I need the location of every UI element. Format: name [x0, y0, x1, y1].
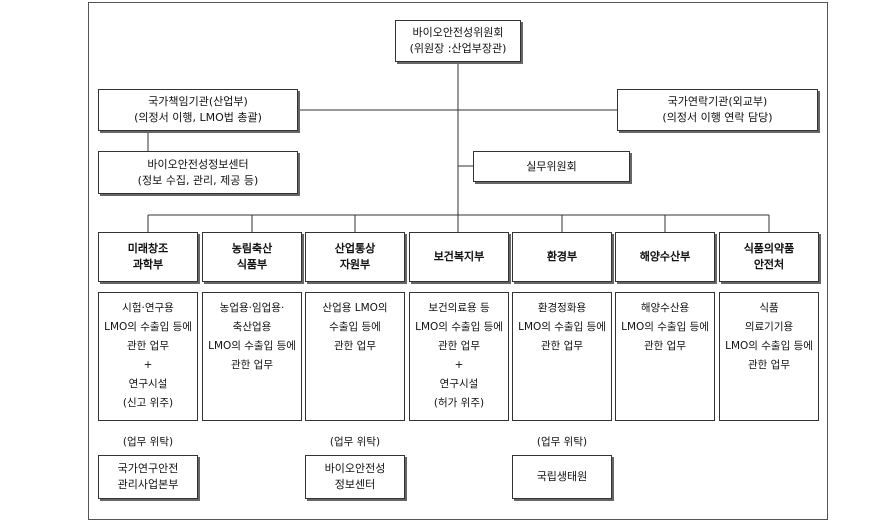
ministry-duties: 보건의료용 등 LMO의 수출입 등에 관한 업무 + 연구시설 (허가 위주) — [409, 292, 509, 421]
delegated-agency-name: 국립생태원 — [536, 470, 588, 483]
ministry-header: 농림축산 식품부 — [202, 232, 302, 282]
ministry-header: 식품의약품 안전처 — [719, 232, 819, 282]
ministry-duties: 농업용·임업용· 축산업용 LMO의 수출입 등에 관한 업무 — [202, 292, 302, 421]
duty-line: 관한 업무 — [438, 340, 480, 352]
ministry-name: 보건복지부 — [433, 250, 485, 263]
ministry-name: 산업통상 — [334, 242, 376, 255]
ministry-name: 식품의약품 — [743, 242, 795, 255]
duty-line: 수출입 등에 — [329, 321, 381, 333]
national-contact-agency-box: 국가연락기관(외교부) (의정서 이행 연락 담당) — [617, 89, 818, 131]
diagram-frame — [88, 2, 828, 520]
duty-line: LMO의 수출입 등에 — [725, 340, 813, 352]
ministry-header: 환경부 — [512, 232, 612, 282]
working-committee-box: 실무위원회 — [473, 151, 630, 182]
duty-line: 연구시설 — [439, 378, 479, 390]
duty-line: LMO의 수출입 등에 — [415, 321, 503, 333]
ministry-duties: 해양수산용 LMO의 수출입 등에 관한 업무 — [615, 292, 715, 421]
biosafety-committee-box: 바이오안전성위원회 (위원장 :산업부장관) — [395, 20, 521, 62]
duty-line: 식품 — [759, 302, 779, 314]
duty-line: LMO의 수출입 등에 — [621, 321, 709, 333]
duty-line: + — [454, 359, 464, 371]
duty-line: 관한 업무 — [127, 340, 169, 352]
responsible-agency-role: (의정서 이행, LMO법 총괄) — [134, 111, 262, 124]
duty-line: 관한 업무 — [334, 340, 376, 352]
info-center-role: (정보 수집, 관리, 제공 등) — [137, 173, 259, 187]
national-responsible-agency-box: 국가책임기관(산업부) (의정서 이행, LMO법 총괄) — [98, 89, 298, 131]
duty-line: 관한 업무 — [748, 359, 790, 371]
duty-line: (허가 위주) — [433, 397, 485, 409]
delegation-note: (업무 위탁) — [122, 436, 174, 448]
duty-line: (신고 위주) — [122, 397, 174, 409]
ministry-header: 해양수산부 — [615, 232, 715, 282]
working-committee-label: 실무위원회 — [526, 159, 577, 173]
delegated-agency-box: 국가연구안전 관리사업본부 — [98, 455, 198, 499]
delegated-agency-name: 바이오안전성 — [324, 462, 386, 475]
delegated-agency-name: 관리사업본부 — [117, 478, 179, 491]
contact-agency-name: 국가연락기관(외교부) — [667, 95, 768, 108]
duty-line: LMO의 수출입 등에 — [208, 340, 296, 352]
ministry-duties: 산업용 LMO의 수출입 등에 관한 업무 — [305, 292, 405, 421]
ministry-duties: 식품 의료기기용 LMO의 수출입 등에 관한 업무 — [719, 292, 819, 421]
duty-line: 시험·연구용 — [122, 302, 174, 314]
ministry-name: 과학부 — [132, 258, 164, 271]
duty-line: LMO의 수출입 등에 — [518, 321, 606, 333]
biosafety-info-center-box: 바이오안전성정보센터 (정보 수집, 관리, 제공 등) — [98, 151, 298, 194]
ministry-name: 자원부 — [339, 258, 371, 271]
ministry-name: 미래창조 — [127, 242, 169, 255]
ministry-name: 안전처 — [753, 258, 785, 271]
ministry-name: 농림축산 — [231, 242, 273, 255]
duty-line: 산업용 LMO의 — [322, 302, 388, 314]
contact-agency-role: (의정서 이행 연락 담당) — [662, 111, 773, 124]
responsible-agency-name: 국가책임기관(산업부) — [148, 95, 248, 108]
delegated-agency-name: 정보센터 — [334, 478, 376, 491]
duty-line: 환경정화용 — [537, 302, 587, 314]
delegated-agency-name: 국가연구안전 — [117, 462, 179, 475]
ministry-duties: 시험·연구용 LMO의 수출입 등에 관한 업무 + 연구시설 (신고 위주) — [98, 292, 198, 421]
delegation-note: (업무 위탁) — [329, 436, 381, 448]
delegated-agency-box: 바이오안전성 정보센터 — [305, 455, 405, 499]
duty-line: + — [143, 359, 153, 371]
ministry-name: 환경부 — [546, 250, 578, 263]
duty-line: 축산업용 — [232, 321, 272, 333]
ministry-name: 식품부 — [236, 258, 268, 271]
committee-chair: (위원장 :산업부장관) — [409, 42, 507, 55]
duty-line: 관한 업무 — [644, 340, 686, 352]
duty-line: 해양수산용 — [640, 302, 690, 314]
ministry-duties: 환경정화용 LMO의 수출입 등에 관한 업무 — [512, 292, 612, 421]
delegation-note: (업무 위탁) — [536, 436, 588, 448]
duty-line: 관한 업무 — [541, 340, 583, 352]
duty-line: 보건의료용 등 — [428, 302, 490, 314]
duty-line: 관한 업무 — [231, 359, 273, 371]
ministry-name: 해양수산부 — [639, 250, 691, 263]
duty-line: LMO의 수출입 등에 — [104, 321, 192, 333]
info-center-name: 바이오안전성정보센터 — [147, 157, 249, 171]
ministry-header: 미래창조 과학부 — [98, 232, 198, 282]
committee-name: 바이오안전성위원회 — [412, 26, 504, 39]
ministry-header: 보건복지부 — [409, 232, 509, 282]
delegated-agency-box: 국립생태원 — [512, 455, 612, 499]
duty-line: 의료기기용 — [744, 321, 794, 333]
duty-line: 연구시설 — [128, 378, 168, 390]
ministry-header: 산업통상 자원부 — [305, 232, 405, 282]
duty-line: 농업용·임업용· — [219, 302, 285, 314]
